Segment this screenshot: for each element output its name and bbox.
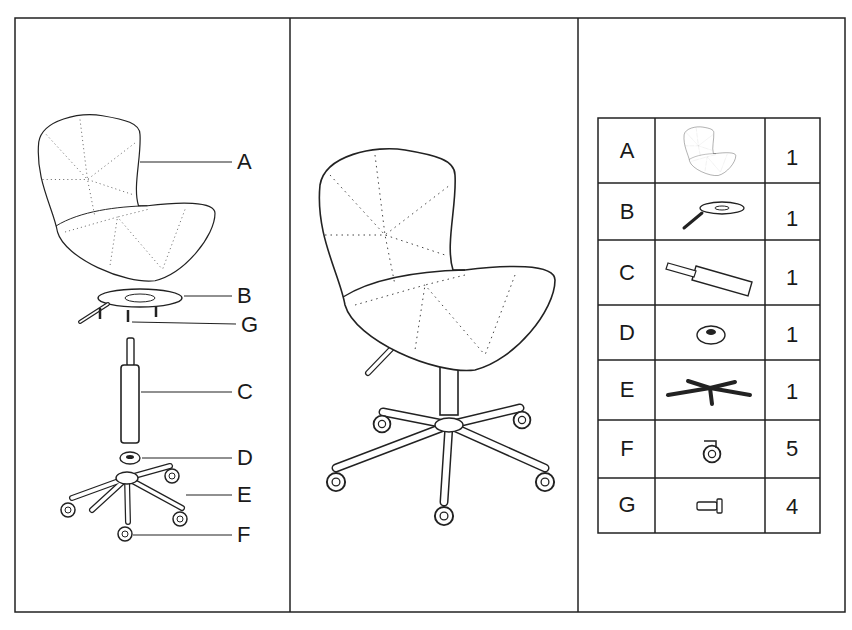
callout-letter: A [237, 151, 252, 173]
table-cell: B [620, 201, 635, 223]
exploded-view [38, 115, 236, 541]
parts-table [598, 118, 820, 533]
table-cell: 1 [786, 381, 798, 403]
callout-letter: F [237, 524, 250, 546]
table-cell: G [618, 494, 635, 516]
panel-frame [15, 18, 845, 612]
table-cell: 5 [786, 438, 798, 460]
callout-letter: C [237, 381, 253, 403]
callout-letter: G [241, 314, 258, 336]
table-cell: 4 [786, 496, 798, 518]
table-cell: A [620, 140, 635, 162]
table-cell: 1 [786, 267, 798, 289]
table-cell: 1 [786, 208, 798, 230]
table-cell: 1 [786, 147, 798, 169]
table-cell: D [619, 322, 635, 344]
callout-letter: B [237, 285, 252, 307]
callout-letter: E [237, 484, 252, 506]
assembled-chair [319, 149, 555, 525]
table-cell: C [619, 262, 635, 284]
table-cell: 1 [786, 324, 798, 346]
table-cell: E [620, 379, 635, 401]
callout-letter: D [237, 447, 253, 469]
table-cell: F [620, 438, 633, 460]
